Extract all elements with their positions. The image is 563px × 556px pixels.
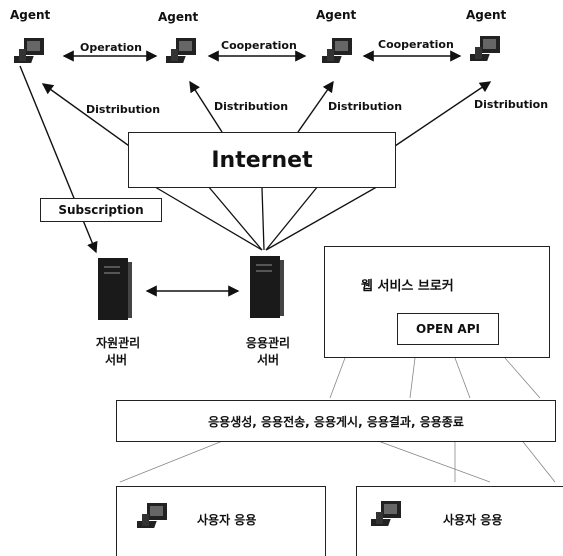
distribution-label-2: Distribution bbox=[214, 100, 289, 113]
resource-server-label-line2: 서버 bbox=[104, 353, 128, 367]
distribution-arrow-3 bbox=[297, 80, 334, 133]
resource-server-label: 자원관리 서버 bbox=[96, 335, 141, 369]
user-app-computer-icon-right bbox=[364, 499, 407, 533]
agent-label-3: Agent bbox=[316, 8, 357, 22]
resource-server-label-line1: 자원관리 bbox=[96, 336, 141, 350]
user-app-label-left: 사용자 응용 bbox=[197, 513, 257, 527]
resource-server-icon bbox=[96, 256, 134, 326]
distribution-label-4: Distribution bbox=[474, 98, 549, 111]
lifecycle-box: 응용생성, 응용전송, 응용게시, 응용결과, 응용종료 bbox=[116, 400, 556, 442]
operation-label: Operation bbox=[80, 41, 142, 54]
broker-title: 웹 서비스 브로커 bbox=[361, 279, 454, 294]
web-service-broker-box: 웹 서비스 브로커 OPEN API bbox=[324, 246, 550, 358]
agent-computer-icon-2 bbox=[159, 36, 202, 70]
user-app-box-right: 사용자 응용 bbox=[356, 486, 563, 556]
internet-label: Internet bbox=[211, 147, 313, 173]
agent-label-4: Agent bbox=[466, 8, 507, 22]
lifecycle-label: 응용생성, 응용전송, 응용게시, 응용결과, 응용종료 bbox=[208, 414, 464, 429]
application-server-icon bbox=[248, 254, 286, 324]
user-app-box-left: 사용자 응용 bbox=[116, 486, 326, 556]
application-server-label-line1: 응용관리 bbox=[245, 336, 291, 350]
subscription-label: Subscription bbox=[58, 203, 144, 217]
distribution-label-1: Distribution bbox=[86, 103, 161, 116]
open-api-label: OPEN API bbox=[416, 322, 480, 336]
distribution-arrow-2 bbox=[189, 80, 223, 133]
application-server-label-line2: 서버 bbox=[256, 353, 280, 367]
subscription-box: Subscription bbox=[40, 198, 162, 222]
internet-box: Internet bbox=[128, 132, 396, 188]
subscription-arrow bbox=[19, 65, 98, 254]
open-api-box: OPEN API bbox=[397, 313, 499, 345]
cooperation-label-1: Cooperation bbox=[221, 39, 297, 52]
distribution-arrow-1 bbox=[41, 83, 133, 149]
agent-computer-icon-1 bbox=[7, 36, 50, 70]
cooperation-label-2: Cooperation bbox=[378, 38, 454, 51]
distribution-label-3: Distribution bbox=[328, 100, 403, 113]
agent-label-1: Agent bbox=[10, 8, 51, 22]
agent-computer-icon-3 bbox=[315, 36, 358, 70]
application-server-label: 응용관리 서버 bbox=[244, 335, 292, 369]
user-app-computer-icon-left bbox=[130, 501, 173, 535]
agent-computer-icon-4 bbox=[463, 34, 506, 68]
distribution-arrow-4 bbox=[391, 81, 492, 149]
user-app-label-right: 사용자 응용 bbox=[443, 513, 503, 527]
agent-label-2: Agent bbox=[158, 10, 199, 24]
